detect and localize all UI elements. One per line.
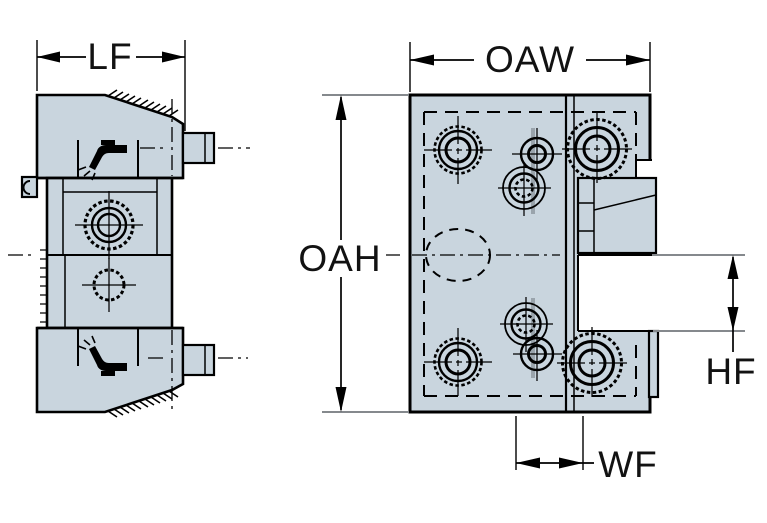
bolt-hole-bottom-right [557,327,627,399]
lf-label: LF [87,36,132,77]
lower-right-step [647,329,660,399]
coupling-stub-top [181,131,216,165]
arrowhead-down [335,387,347,412]
hf-dimension: HF [652,254,756,392]
screw-cluster-top [498,128,562,216]
oah-label: OAH [298,238,381,279]
arrowhead-right [162,51,185,63]
wedge-slant-line [593,194,657,211]
coolant-spray [77,335,96,350]
oaw-dimension: OAW [409,39,651,92]
hatch-top-slope [107,89,179,117]
arrowhead-down [727,307,739,331]
wf-label: WF [598,444,658,485]
bolt-hole-top-left [424,116,492,184]
arrowhead-left [37,51,60,63]
oah-dimension: OAH [298,94,409,413]
top-right-notch [636,159,652,178]
coupling-stub-bottom [181,343,216,377]
side-view: LF [8,36,250,418]
serration-ticks [40,249,47,323]
coolant-pipe [89,346,127,371]
hatch-bottom-slope [107,390,179,418]
arrowhead-up [727,255,739,279]
arrowhead-left [516,457,540,469]
coolant-cap [101,140,115,145]
arrowhead-left [410,54,434,66]
clamp-wedge-block [576,176,658,255]
coolant-cap [101,371,115,376]
coolant-icon-top [77,140,127,181]
bolt-hole-bottom-left [424,328,492,396]
arrowhead-up [335,95,347,120]
oaw-label: OAW [485,39,575,80]
hidden-edge-dashed-rect [423,111,637,397]
coolant-pipe [89,145,127,170]
screw-cluster-bottom [500,297,562,381]
clamp-screw-hole [75,191,143,259]
lf-dimension: LF [36,36,186,131]
front-view: OAW OAH HF WF [298,39,756,485]
coolant-spray [77,166,96,181]
pin-hole [82,258,136,312]
wf-dimension: WF [515,416,658,485]
hf-label: HF [705,351,756,392]
tool-slot-cutout [577,255,655,331]
side-left-lug-arc [22,180,31,195]
arrowhead-right [559,457,583,469]
arrowhead-right [626,54,650,66]
top-right-notch-edge [635,159,652,178]
side-top-flare [35,93,185,180]
bolt-hole-top-right [562,113,632,185]
coolant-icon-bottom [77,335,127,376]
side-centerlines [8,99,250,409]
